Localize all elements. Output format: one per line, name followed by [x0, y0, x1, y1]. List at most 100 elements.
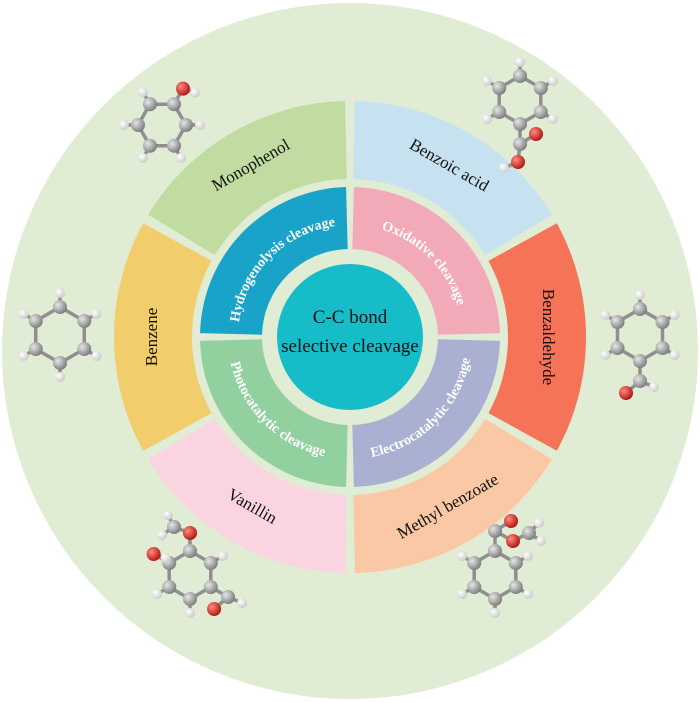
- product-segment-benzoic-acid: [353, 101, 552, 256]
- atom-oxygen: [146, 547, 161, 561]
- atom-carbon: [488, 524, 502, 538]
- atom-carbon: [492, 81, 507, 95]
- atom-carbon: [143, 97, 157, 112]
- atom-oxygen: [506, 534, 520, 548]
- center-circle: [277, 264, 423, 410]
- molecule-benzoic-acid: [482, 57, 558, 173]
- atom-carbon: [183, 544, 197, 558]
- atom-hydrogen: [152, 589, 163, 599]
- atom-hydrogen: [18, 309, 29, 319]
- atom-carbon: [522, 526, 536, 540]
- atom-carbon: [655, 315, 670, 329]
- atom-carbon: [167, 520, 181, 534]
- atom-hydrogen: [457, 551, 468, 561]
- center-title-line2: selective cleavage: [281, 336, 419, 357]
- atom-carbon: [513, 69, 527, 83]
- product-label-benzaldehyde: Benzaldehyde: [539, 289, 558, 385]
- atom-hydrogen: [600, 310, 611, 320]
- method-segment-hydrogenolysis: [200, 187, 348, 335]
- atom-carbon: [533, 81, 548, 95]
- atom-hydrogen: [237, 598, 248, 608]
- method-segment-oxidative: [352, 187, 500, 335]
- atom-carbon: [167, 97, 181, 112]
- atom-oxygen: [619, 386, 633, 400]
- atom-carbon: [53, 300, 67, 314]
- atom-carbon: [508, 580, 523, 594]
- atom-hydrogen: [55, 372, 65, 382]
- atom-hydrogen: [547, 114, 558, 124]
- atom-hydrogen: [195, 120, 205, 130]
- product-segment-vanillin: [148, 418, 347, 573]
- atom-carbon: [488, 592, 502, 606]
- atom-hydrogen: [91, 309, 102, 319]
- atom-hydrogen: [499, 163, 509, 173]
- molecules-layer: [18, 57, 680, 618]
- atom-carbon: [492, 105, 507, 119]
- product-label-benzene: Benzene: [142, 308, 161, 367]
- atom-hydrogen: [160, 553, 171, 563]
- atom-hydrogen: [669, 310, 680, 320]
- method-segment-electrocatalytic: [352, 339, 500, 487]
- atom-hydrogen: [138, 152, 148, 163]
- atom-carbon: [655, 341, 670, 355]
- atom-hydrogen: [163, 510, 173, 520]
- product-segment-monophenol: [148, 101, 347, 256]
- atom-carbon: [131, 118, 145, 132]
- atom-hydrogen: [482, 114, 493, 124]
- atom-carbon: [183, 592, 197, 606]
- atom-carbon: [633, 302, 647, 316]
- atom-hydrogen: [482, 76, 493, 86]
- method-segment-photocatalytic: [200, 339, 348, 487]
- atom-oxygen: [504, 514, 518, 528]
- atom-hydrogen: [547, 76, 558, 86]
- center-title-line1: C-C bond: [313, 307, 388, 328]
- atom-hydrogen: [119, 120, 129, 130]
- atom-carbon: [167, 138, 181, 153]
- atom-carbon: [179, 118, 193, 132]
- atom-hydrogen: [536, 536, 546, 546]
- atom-oxygen: [529, 127, 543, 141]
- atom-carbon: [28, 314, 43, 328]
- atom-oxygen: [183, 526, 197, 540]
- molecule-methyl-benzoate: [457, 514, 546, 618]
- atom-hydrogen: [635, 290, 645, 300]
- atom-carbon: [488, 544, 502, 558]
- atom-carbon: [533, 105, 548, 119]
- atom-hydrogen: [522, 589, 533, 599]
- atom-carbon: [633, 374, 647, 388]
- atom-carbon: [28, 342, 43, 356]
- atom-hydrogen: [138, 87, 148, 98]
- atom-hydrogen: [515, 57, 525, 67]
- atom-carbon: [77, 314, 92, 328]
- atom-hydrogen: [91, 351, 102, 361]
- atom-hydrogen: [600, 350, 611, 360]
- molecule-benzaldehyde: [600, 290, 680, 400]
- atom-hydrogen: [669, 350, 680, 360]
- atom-hydrogen: [217, 551, 228, 561]
- molecule-monophenol: [119, 81, 205, 163]
- atom-hydrogen: [522, 551, 533, 561]
- atom-carbon: [513, 137, 527, 151]
- molecule-benzene: [18, 288, 102, 382]
- atom-hydrogen: [55, 288, 65, 298]
- atom-hydrogen: [176, 152, 186, 163]
- atom-carbon: [162, 580, 177, 594]
- product-segment-benzene: [113, 223, 212, 451]
- atom-carbon: [633, 354, 647, 368]
- product-segment-benzaldehyde: [488, 223, 586, 451]
- atom-carbon: [143, 138, 157, 153]
- atom-carbon: [221, 590, 236, 604]
- atom-hydrogen: [534, 518, 544, 528]
- atom-hydrogen: [18, 351, 29, 361]
- atom-carbon: [203, 556, 218, 570]
- atom-hydrogen: [185, 608, 195, 618]
- atom-hydrogen: [490, 608, 500, 618]
- atom-hydrogen: [649, 382, 659, 392]
- atom-oxygen: [511, 155, 525, 169]
- atom-carbon: [508, 556, 523, 570]
- atom-oxygen: [176, 81, 190, 96]
- atom-carbon: [610, 341, 625, 355]
- atom-carbon: [467, 580, 482, 594]
